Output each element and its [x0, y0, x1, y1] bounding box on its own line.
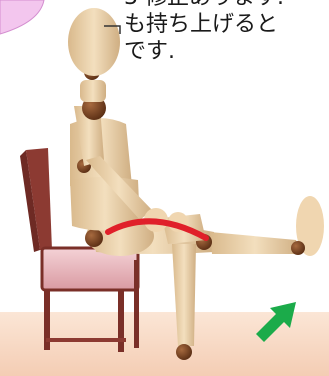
caption-line-1: 3 修正あります.	[124, 0, 284, 11]
caption-line-3: です.	[124, 38, 175, 65]
caption-line-2: も持ち上げると	[124, 11, 278, 38]
caption: 3 修正あります. も持ち上げると です.	[124, 0, 329, 108]
